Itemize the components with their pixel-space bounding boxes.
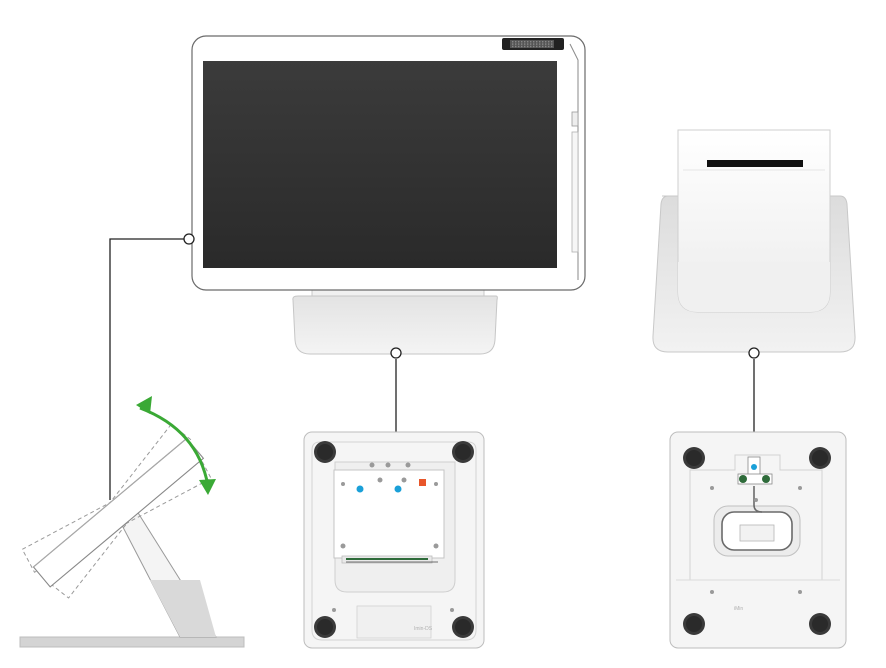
grille-dot xyxy=(521,41,523,43)
paper-slot xyxy=(707,160,803,167)
grille-dot xyxy=(533,43,535,45)
callout-dot-icon xyxy=(183,233,195,245)
grille-dot xyxy=(512,41,514,43)
grille-dot xyxy=(548,45,550,48)
grille-dot xyxy=(518,45,520,48)
monitor-base-label: Imin-DS xyxy=(414,626,433,632)
printer-base-label: iMin xyxy=(734,606,743,612)
grille-dot xyxy=(542,43,544,45)
grille-dot xyxy=(542,41,544,43)
grille-dot xyxy=(518,41,520,43)
tilt-arrow-icon xyxy=(136,396,216,495)
grille-dot xyxy=(512,45,514,48)
receipt-printer xyxy=(652,129,856,353)
orange-marker xyxy=(419,479,426,486)
grille-dot xyxy=(524,41,526,43)
grille-dot xyxy=(533,41,535,43)
grille-dot xyxy=(533,45,535,48)
mount-plate xyxy=(333,469,445,559)
callout-lines xyxy=(109,238,755,500)
grille-dot xyxy=(521,43,523,45)
grille-dot xyxy=(524,43,526,45)
grille-dot xyxy=(530,43,532,45)
grille-dot xyxy=(545,45,547,48)
blue-marker xyxy=(751,464,757,470)
grille-dot xyxy=(518,43,520,45)
grille-dot xyxy=(542,45,544,48)
tilt-monitor-profile xyxy=(32,437,205,588)
pos-monitor xyxy=(191,35,586,355)
grille-dot xyxy=(536,45,538,48)
camera-module xyxy=(502,38,564,50)
green-marker xyxy=(762,475,770,483)
grille-dot xyxy=(527,41,529,43)
grille-dot xyxy=(536,41,538,43)
grille-dot xyxy=(524,45,526,48)
green-marker xyxy=(739,475,747,483)
monitor-underside: Imin-DS xyxy=(303,431,485,649)
grille-dot xyxy=(527,43,529,45)
grille-dot xyxy=(545,41,547,43)
monitor-stand-base xyxy=(292,295,498,355)
grille-dot xyxy=(515,43,517,45)
grille-dot xyxy=(515,41,517,43)
callout-dot-icon xyxy=(748,347,760,359)
grille-dot xyxy=(548,43,550,45)
grille-dot xyxy=(551,43,553,45)
printer-underside: iMin xyxy=(669,431,847,649)
grille-dot xyxy=(536,43,538,45)
tilt-base-plate xyxy=(19,636,245,648)
grille-dot xyxy=(548,41,550,43)
grille-dot xyxy=(539,43,541,45)
grille-dot xyxy=(551,45,553,48)
grille-dot xyxy=(515,45,517,48)
callout-dot-icon xyxy=(390,347,402,359)
grille-dot xyxy=(530,41,532,43)
grille-dot xyxy=(539,45,541,48)
grille-dot xyxy=(539,41,541,43)
blue-marker xyxy=(356,485,364,493)
grille-dot xyxy=(521,45,523,48)
monitor-screen xyxy=(203,61,557,268)
grille-dot xyxy=(512,43,514,45)
rubber-foot-icon xyxy=(683,447,831,635)
blue-marker xyxy=(394,485,402,493)
rubber-foot-icon xyxy=(314,441,474,638)
grille-dot xyxy=(527,45,529,48)
tilt-side-view xyxy=(19,396,245,648)
grille-dot xyxy=(545,43,547,45)
grille-dot xyxy=(530,45,532,48)
grille-dot xyxy=(551,41,553,43)
